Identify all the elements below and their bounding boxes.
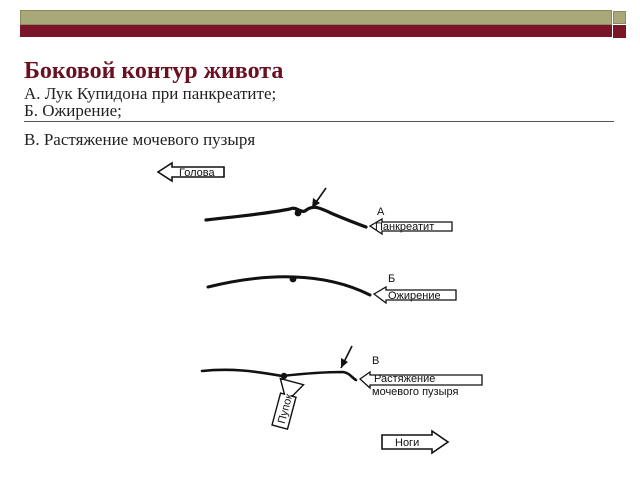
title-rule [24, 121, 614, 122]
subtitle-line-a: А. Лук Купидона при панкреатите; [24, 84, 277, 103]
slide-title: Боковой контур живота [24, 58, 284, 84]
profile-c-caption-line1: Растяжение [374, 373, 435, 385]
caption-arrow-c [358, 370, 483, 390]
navel-arrow: Пупок [271, 377, 305, 430]
profile-a: А Панкреатит [204, 187, 453, 236]
subtitle-line-b: Б. Ожирение; [24, 101, 122, 120]
feet-label: Ноги [395, 437, 419, 449]
corner-square-maroon [613, 25, 626, 38]
caption-arrow-b [372, 285, 457, 305]
profile-c-caption-line2: мочевого пузыря [372, 386, 458, 398]
profile-a-caption: Панкреатит [375, 221, 434, 233]
profile-b-letter: Б [388, 273, 395, 285]
profile-c-letter: В [372, 355, 379, 367]
profile-a-letter: А [377, 206, 385, 218]
pointer-arrow-a [312, 198, 320, 208]
profile-c: В Растяжение мочевого пузыря [200, 345, 483, 398]
profile-b: Б Ожирение [206, 273, 457, 305]
pointer-arrow-c [341, 358, 348, 368]
navel-marker-c [280, 372, 288, 380]
head-label: Голова [179, 167, 215, 179]
profile-b-caption: Ожирение [388, 290, 441, 302]
caption-arrow-a [368, 217, 453, 236]
corner-square-olive [613, 11, 626, 24]
dark-decorative-bar [20, 25, 612, 37]
subtitle-line-c: В. Растяжение мочевого пузыря [24, 130, 256, 149]
navel-marker-a [294, 209, 302, 217]
navel-marker-b [289, 275, 297, 283]
head-arrow: Голова [156, 161, 225, 183]
top-decorative-bar [20, 10, 612, 25]
feet-arrow: Ноги [381, 429, 450, 455]
